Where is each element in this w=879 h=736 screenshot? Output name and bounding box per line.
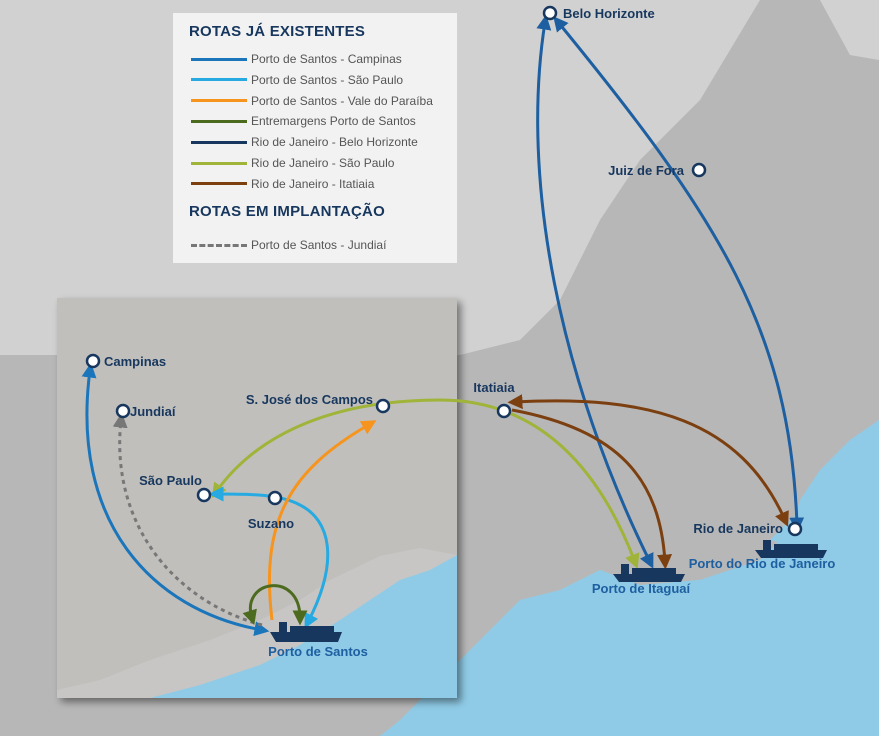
route-entremargens bbox=[242, 584, 308, 626]
label-porto-santos: Porto de Santos bbox=[268, 644, 368, 659]
marker-sao-jose bbox=[375, 398, 391, 414]
route-santos-sao-paulo bbox=[208, 486, 330, 629]
label-sao-paulo: São Paulo bbox=[139, 473, 202, 488]
ship-rio-icon bbox=[755, 540, 827, 558]
ship-santos-icon bbox=[270, 622, 342, 642]
legend-swatch bbox=[191, 57, 247, 61]
legend-label: Rio de Janeiro - Belo Horizonte bbox=[251, 135, 418, 150]
legend-item: Rio de Janeiro - Belo Horizonte bbox=[191, 134, 418, 150]
route-santos-jundiai bbox=[112, 412, 263, 627]
inset-sea bbox=[150, 555, 457, 698]
label-porto-rio: Porto do Rio de Janeiro bbox=[689, 556, 836, 571]
legend-item: Porto de Santos - São Paulo bbox=[191, 72, 403, 88]
legend-label: Rio de Janeiro - Itatiaia bbox=[251, 176, 375, 191]
marker-campinas bbox=[85, 353, 101, 369]
legend-item: Porto de Santos - Jundiaí bbox=[191, 237, 386, 253]
legend-title-planned: ROTAS EM IMPLANTAÇÃO bbox=[189, 203, 385, 220]
sea-bay-itaguai bbox=[380, 520, 879, 736]
legend-swatch bbox=[191, 243, 247, 247]
label-belo-horizonte: Belo Horizonte bbox=[563, 6, 655, 21]
label-porto-itaguai: Porto de Itaguaí bbox=[592, 581, 691, 596]
marker-sao-paulo bbox=[196, 487, 212, 503]
legend-label: Porto de Santos - São Paulo bbox=[251, 72, 404, 87]
marker-rio-de-janeiro bbox=[787, 521, 803, 537]
label-campinas: Campinas bbox=[104, 354, 166, 369]
label-suzano: Suzano bbox=[248, 516, 294, 531]
marker-suzano bbox=[267, 490, 283, 506]
label-rio-de-janeiro: Rio de Janeiro bbox=[693, 521, 783, 536]
legend-swatch bbox=[191, 78, 247, 82]
marker-juiz-de-fora bbox=[691, 162, 707, 178]
marker-belo-horizonte bbox=[542, 5, 558, 21]
legend-item: Rio de Janeiro - Itatiaia bbox=[191, 176, 374, 192]
label-sao-jose: S. José dos Campos bbox=[246, 392, 373, 407]
legend-swatch bbox=[191, 140, 247, 144]
legend-swatch bbox=[191, 99, 247, 103]
legend-label: Porto de Santos - Vale do Paraíba bbox=[251, 93, 433, 108]
legend-label: Porto de Santos - Jundiaí bbox=[251, 238, 387, 252]
route-itaguai-sao-paulo bbox=[211, 398, 640, 570]
legend-item: Rio de Janeiro - São Paulo bbox=[191, 155, 394, 171]
land-light-east bbox=[820, 0, 879, 60]
legend-item: Porto de Santos - Vale do Paraíba bbox=[191, 93, 433, 109]
ship-itaguai-icon bbox=[613, 564, 685, 582]
marker-jundiai bbox=[115, 403, 131, 419]
legend: ROTAS JÁ EXISTENTES Porto de Santos - Ca… bbox=[173, 13, 457, 263]
label-jundiai: Jundiaí bbox=[130, 404, 176, 419]
route-rio-itatiaia bbox=[507, 394, 789, 527]
legend-swatch bbox=[191, 182, 247, 186]
legend-item: Porto de Santos - Campinas bbox=[191, 51, 402, 67]
route-itatiaia-itaguai bbox=[511, 408, 673, 570]
legend-swatch bbox=[191, 119, 247, 123]
legend-label: Porto de Santos - Campinas bbox=[251, 52, 402, 66]
legend-label: Rio de Janeiro - São Paulo bbox=[251, 156, 395, 170]
legend-title-existing: ROTAS JÁ EXISTENTES bbox=[189, 23, 366, 40]
marker-itatiaia bbox=[496, 403, 512, 419]
label-juiz-de-fora: Juiz de Fora bbox=[608, 163, 685, 178]
legend-item: Entremargens Porto de Santos bbox=[191, 113, 416, 129]
legend-swatch bbox=[191, 161, 247, 165]
label-itatiaia: Itatiaia bbox=[473, 380, 515, 395]
legend-label: Entremargens Porto de Santos bbox=[251, 114, 416, 129]
